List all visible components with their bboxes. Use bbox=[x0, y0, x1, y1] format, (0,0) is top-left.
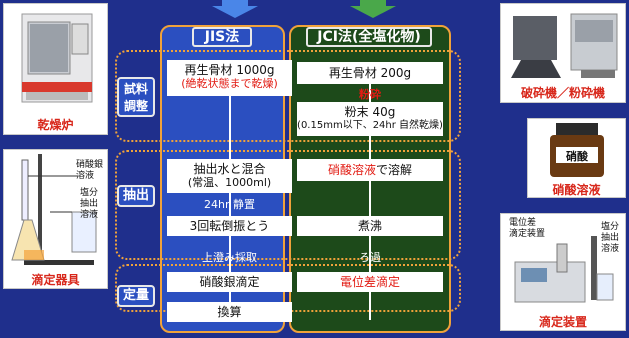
jis-step-mix-note: (常温、1000ml) bbox=[187, 176, 272, 189]
device-caption: 滴定装置 bbox=[538, 315, 587, 329]
titration-label-silver-nitrate: 硝酸銀 溶液 bbox=[76, 160, 104, 181]
oven-image bbox=[21, 13, 93, 103]
jci-step-dissolve: 硝酸溶液で溶解 bbox=[297, 159, 443, 181]
device-label-extraction: 塩分 抽出 溶液 bbox=[601, 222, 620, 254]
stage-band-extraction bbox=[115, 150, 461, 260]
jis-step-mix: 抽出水と混合 (常温、1000ml) bbox=[167, 159, 292, 193]
titration-card: 硝酸銀 溶液 塩分 抽出 溶液 滴定器具 bbox=[3, 149, 108, 289]
titration-label-extraction: 塩分 抽出 溶液 bbox=[80, 188, 99, 220]
stage-label-sample-prep: 試料 調整 bbox=[117, 77, 155, 117]
jci-step-powder-note: (0.15mm以下、24hr 自然乾燥) bbox=[297, 120, 443, 131]
jci-note-crush: 粉砕 bbox=[359, 88, 381, 101]
jci-column-title: JCI法(全塩化物) bbox=[306, 27, 432, 47]
jci-note-filter: ろ過 bbox=[359, 251, 381, 264]
jis-step-silver-titration: 硝酸銀滴定 bbox=[167, 272, 292, 292]
jis-top-arrow bbox=[212, 0, 258, 18]
jis-column-title: JIS法 bbox=[192, 27, 252, 47]
device-card: 電位差 滴定装置 塩分 抽出 溶液 滴定装置 bbox=[500, 213, 626, 331]
stage-band-sample-prep bbox=[115, 50, 461, 142]
oven-card: 乾燥炉 bbox=[3, 3, 108, 135]
jis-step-sample: 再生骨材 1000g (絶乾状態まで乾燥) bbox=[167, 60, 292, 96]
jis-note-stand: 24hr 静置 bbox=[204, 198, 255, 211]
nitric-card: 硝酸 硝酸溶液 bbox=[527, 118, 626, 198]
jci-step-sample: 再生骨材 200g bbox=[297, 62, 443, 84]
crusher-image bbox=[511, 13, 618, 78]
jis-step-convert: 換算 bbox=[167, 302, 292, 322]
jci-step-dissolve-red: 硝酸溶液 bbox=[327, 163, 376, 177]
crusher-card: 破砕機／粉砕機 bbox=[500, 3, 626, 103]
jci-top-arrow bbox=[350, 0, 396, 18]
jci-step-potentiometric: 電位差滴定 bbox=[297, 272, 443, 292]
jci-step-powder: 粉末 40g (0.15mm以下、24hr 自然乾燥) bbox=[297, 102, 443, 136]
device-label-potentiometric: 電位差 滴定装置 bbox=[509, 218, 546, 239]
jci-flow-line bbox=[369, 70, 371, 320]
titration-caption: 滴定器具 bbox=[31, 273, 80, 287]
jis-step-sample-note: (絶乾状態まで乾燥) bbox=[181, 77, 278, 90]
nitric-bottle-image bbox=[550, 123, 604, 177]
top-arrows bbox=[212, 0, 396, 18]
oven-caption: 乾燥炉 bbox=[37, 118, 74, 132]
jis-step-mix-text: 抽出水と混合 bbox=[193, 162, 266, 176]
jci-step-boil: 煮沸 bbox=[297, 216, 443, 236]
jci-step-powder-text: 粉末 40g bbox=[344, 105, 396, 119]
device-image bbox=[514, 236, 614, 303]
nitric-caption: 硝酸溶液 bbox=[552, 183, 601, 197]
jis-step-shake: 3回転倒振とう bbox=[167, 216, 292, 236]
stage-label-extraction: 抽出 bbox=[117, 185, 155, 207]
jci-step-dissolve-black: で溶解 bbox=[376, 163, 413, 177]
jis-note-supernatant: 上澄み採取 bbox=[202, 251, 257, 264]
crusher-caption: 破砕機／粉砕機 bbox=[520, 86, 605, 100]
jis-step-sample-text: 再生骨材 1000g bbox=[184, 63, 275, 77]
jis-flow-line bbox=[229, 70, 231, 320]
titration-image bbox=[11, 154, 97, 265]
stage-label-quantification: 定量 bbox=[117, 285, 155, 307]
nitric-bottle-label: 硝酸 bbox=[566, 150, 588, 163]
